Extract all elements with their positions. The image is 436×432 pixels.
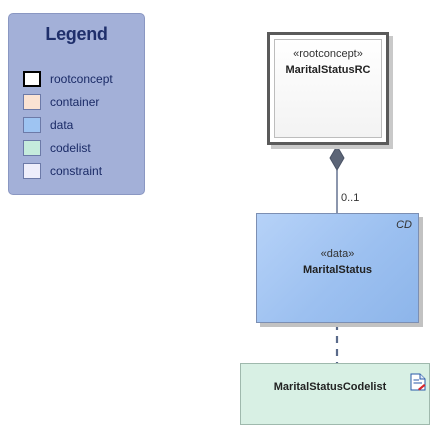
legend-swatch-data [23, 117, 41, 133]
data-tag: CD [396, 219, 412, 231]
data-name: MaritalStatus [302, 264, 373, 276]
legend-swatch-rootconcept [23, 71, 41, 87]
legend-swatch-container [23, 94, 41, 110]
legend-label: data [50, 118, 74, 132]
legend-label: constraint [50, 164, 103, 178]
legend-item-container: container [23, 92, 99, 112]
legend-item-codelist: codelist [23, 138, 91, 158]
legend-swatch-codelist [23, 140, 41, 156]
data-element[interactable]: CD «data» MaritalStatus [256, 213, 419, 323]
legend-label: container [50, 95, 100, 109]
legend-swatch-constraint [23, 163, 41, 179]
legend-item-constraint: constraint [23, 161, 102, 181]
codelist-name: MaritalStatusCodelist [273, 381, 387, 393]
rootconcept-stereotype: «rootconcept» [293, 48, 363, 60]
rootconcept-name: MaritalStatusRC [285, 64, 371, 76]
legend-panel: Legend rootconcept container data codeli… [8, 13, 145, 195]
legend-title: Legend [45, 24, 108, 44]
data-stereotype: «data» [320, 248, 355, 260]
codelist-element[interactable]: MaritalStatusCodelist [240, 363, 430, 425]
document-icon [410, 373, 426, 391]
legend-label: rootconcept [50, 72, 113, 86]
legend-item-data: data [23, 115, 73, 135]
rootconcept-inner: «rootconcept» MaritalStatusRC [274, 39, 382, 138]
legend-label: codelist [50, 141, 91, 155]
legend-item-rootconcept: rootconcept [23, 69, 113, 89]
rootconcept-element[interactable]: «rootconcept» MaritalStatusRC [267, 32, 389, 145]
composition-diamond [329, 145, 345, 171]
multiplicity-label: 0..1 [341, 192, 360, 204]
